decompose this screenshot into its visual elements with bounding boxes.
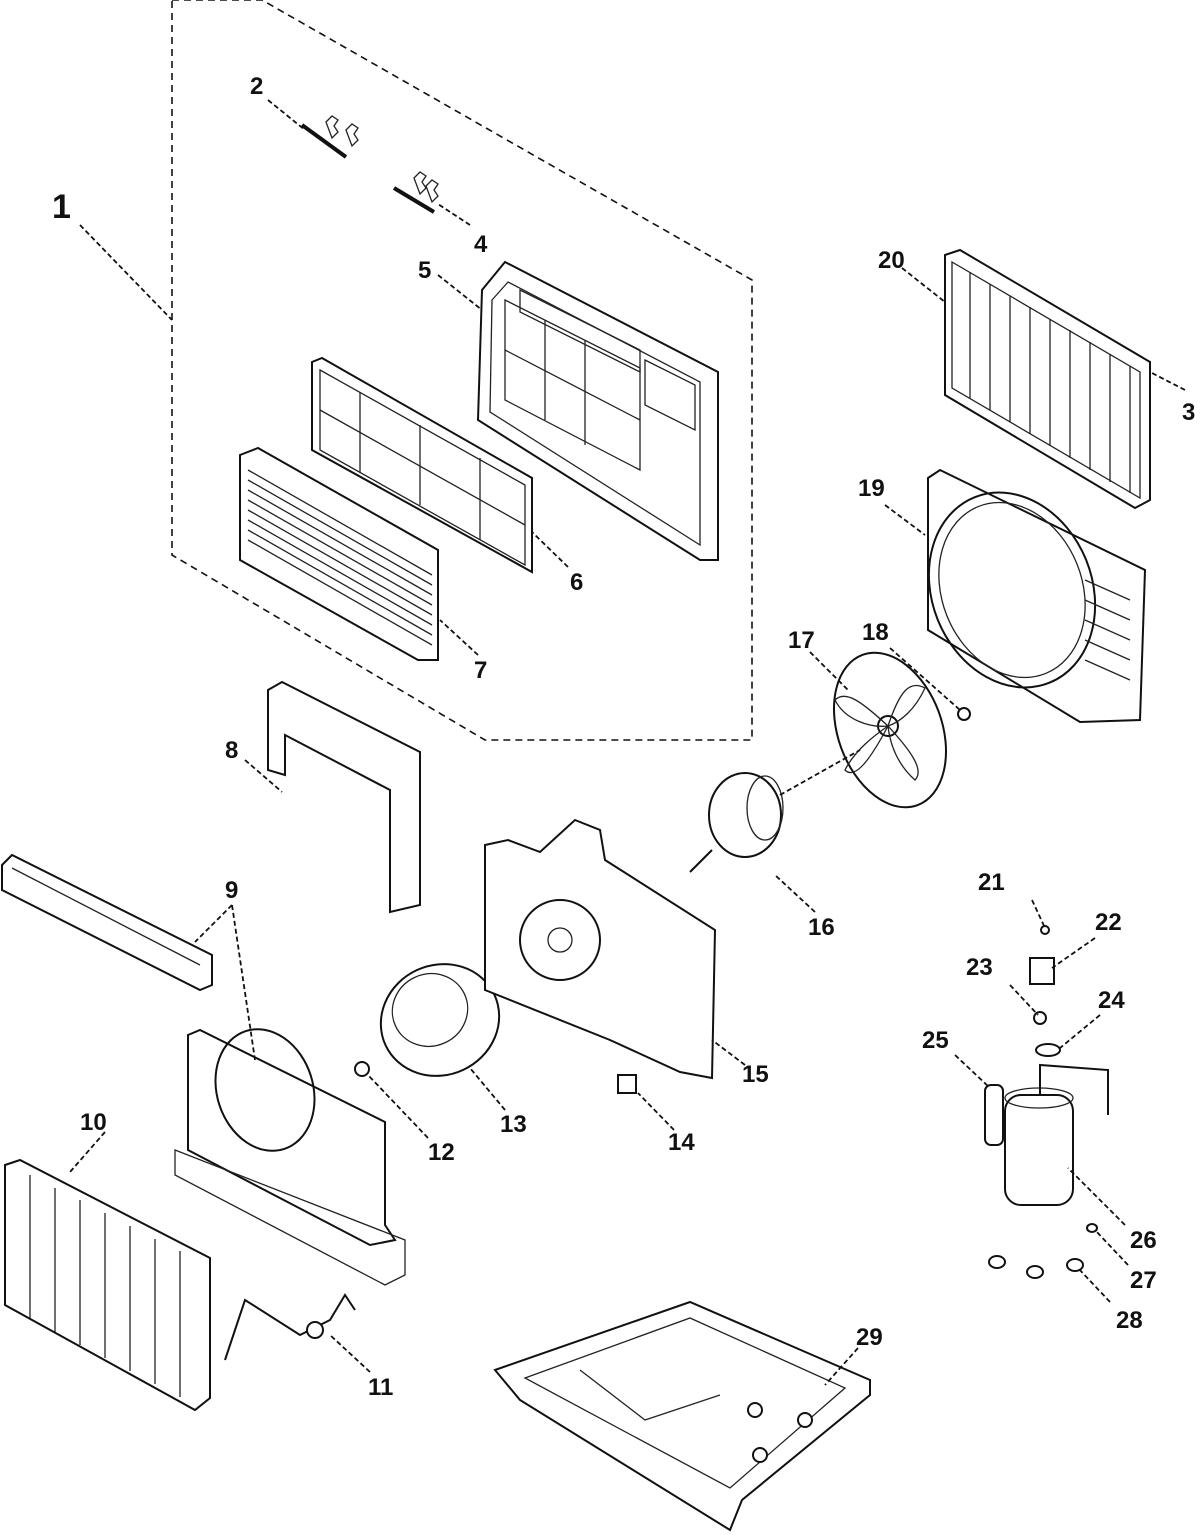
part-29-base-pan: [493, 1300, 871, 1532]
callout-5: 5: [418, 257, 431, 284]
part-19-fan-shroud: [927, 468, 1147, 724]
front-assembly-boundary: [171, 0, 753, 741]
part-18-nut: [957, 707, 971, 721]
callout-4: 4: [474, 231, 488, 258]
part-8-cover: [267, 680, 421, 914]
callout-21: 21: [978, 869, 1005, 896]
part-14-block: [617, 1074, 637, 1094]
callout-14: 14: [668, 1129, 695, 1156]
callout-7: 7: [474, 657, 487, 684]
callout-16: 16: [808, 914, 835, 941]
part-7-front-grille: [239, 446, 439, 661]
callout-9: 9: [225, 877, 238, 904]
part-10-evaporator-coil: [4, 1158, 211, 1412]
part-17-condenser-fan: [832, 651, 948, 809]
callout-24: 24: [1098, 987, 1125, 1014]
part-23-washer: [1033, 1011, 1047, 1025]
callout-28: 28: [1116, 1307, 1143, 1334]
callout-27: 27: [1130, 1267, 1157, 1294]
part-11-capillary: [224, 1293, 356, 1361]
part-22-capacitor: [1029, 957, 1055, 985]
callout-19: 19: [858, 475, 885, 502]
part-24-gasket: [1035, 1043, 1061, 1057]
part-27-grommet: [1086, 1223, 1098, 1233]
part-5-front-frame: [476, 260, 719, 561]
part-6-filter: [311, 356, 533, 574]
callout-11: 11: [368, 1374, 393, 1401]
callout-10: 10: [80, 1109, 107, 1136]
part-20-condenser-coil: [944, 248, 1151, 510]
callout-3: 3: [1182, 399, 1195, 426]
part-4-screw-clips: [392, 171, 439, 214]
callout-20: 20: [878, 247, 905, 274]
callout-8: 8: [225, 737, 238, 764]
callout-13: 13: [500, 1111, 527, 1138]
part-9-panels: [1, 853, 406, 1286]
part-28-mounts: [988, 1255, 1084, 1279]
callout-2: 2: [250, 73, 263, 100]
callout-26: 26: [1130, 1227, 1157, 1254]
part-25-accumulator: [984, 1084, 1004, 1146]
leader-lines: [69, 99, 1186, 1386]
part-12-nut: [354, 1061, 370, 1077]
callout-1: 1: [52, 188, 71, 226]
callout-15: 15: [742, 1061, 769, 1088]
part-26-compressor: [1004, 1063, 1109, 1206]
callout-17: 17: [788, 627, 815, 654]
callout-25: 25: [922, 1027, 949, 1054]
part-15-blower-housing: [484, 818, 717, 1080]
part-2-screw-clips: [300, 115, 359, 159]
part-16-fan-motor: [689, 749, 861, 873]
part-21-screw: [1040, 925, 1050, 935]
callout-12: 12: [428, 1139, 455, 1166]
callout-23: 23: [966, 954, 993, 981]
callout-6: 6: [570, 569, 583, 596]
callout-labels: 1 2 3 4 5 6 7 8 9 10 11 12 13 14 15 16 1…: [52, 73, 1195, 1401]
callout-18: 18: [862, 619, 889, 646]
callout-22: 22: [1095, 909, 1122, 936]
callout-29: 29: [856, 1324, 883, 1351]
